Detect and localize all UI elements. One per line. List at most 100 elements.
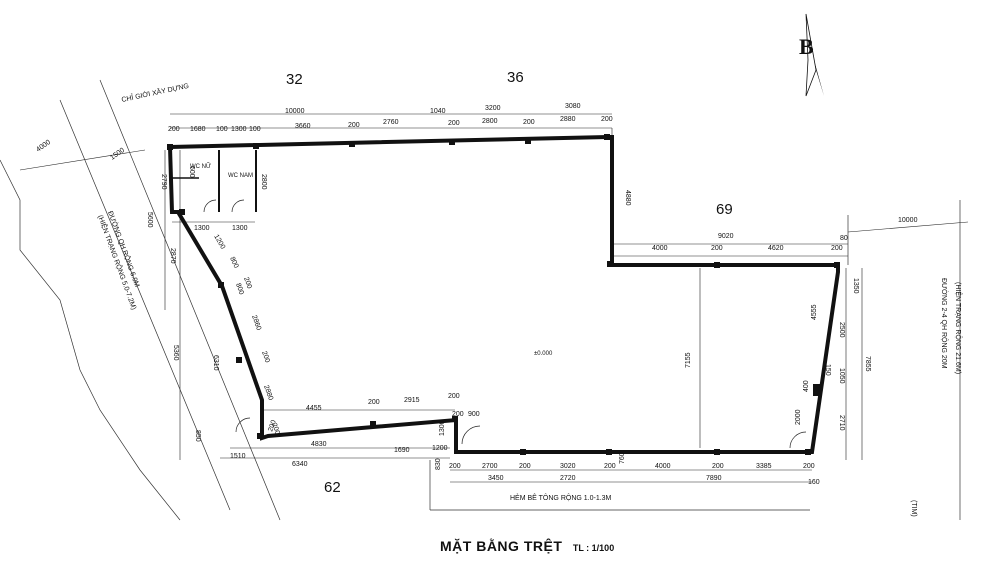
dim-t-1680: 1680 xyxy=(190,126,206,133)
dim-l-1500: 1500 xyxy=(109,147,126,162)
dim-i-2800: 2800 xyxy=(260,174,267,190)
dim-d-2880: 2880 xyxy=(262,384,274,401)
dim-t-100a: 100 xyxy=(216,126,228,133)
dim-t-2800: 2800 xyxy=(482,118,498,125)
drawing-title: MẶT BẰNG TRỆT xyxy=(440,538,563,554)
drawing-title-block: MẶT BẰNG TRỆT TL : 1/100 xyxy=(440,538,614,556)
dim-s-900: 900 xyxy=(468,411,480,418)
dim-t-200a: 200 xyxy=(168,126,180,133)
dim-r-200a: 200 xyxy=(711,245,723,252)
dim-r-10000: 10000 xyxy=(898,217,918,224)
dim-top-3080: 3080 xyxy=(565,103,581,110)
construction-limit-label: CHỈ GIỚI XÂY DỰNG xyxy=(121,81,190,104)
dim-s-1510: 1510 xyxy=(230,453,246,460)
dim-d-200a: 200 xyxy=(242,276,253,289)
dim-e-1050: 1050 xyxy=(838,368,845,384)
wall-columns xyxy=(167,134,840,455)
dim-s-200a: 200 xyxy=(368,399,380,406)
dim-i-1300a: 1300 xyxy=(194,225,210,232)
left-dimensions: 4000 1500 2790 5600 2870 5360 850 6310 8… xyxy=(35,139,281,442)
elevation-label: ±0.000 xyxy=(534,351,553,357)
dim-b-7890: 7890 xyxy=(706,475,722,482)
alley-label: HẺM BÊ TÔNG RỘNG 1.0-1.3M xyxy=(510,493,612,502)
dim-e-7855: 7855 xyxy=(864,356,871,372)
lot-number-right: 69 xyxy=(716,201,733,218)
drawing-scale: TL : 1/100 xyxy=(572,543,615,553)
dim-s-4830: 4830 xyxy=(311,441,327,448)
dim-r-4000: 4000 xyxy=(652,245,668,252)
dim-t-100b: 100 xyxy=(249,126,261,133)
dim-s-200b: 200 xyxy=(448,393,460,400)
dim-t-200b: 200 xyxy=(348,122,360,129)
dim-r-200b: 200 xyxy=(831,245,843,252)
dim-r-9020: 9020 xyxy=(718,233,734,240)
bottom-dimensions: 200 2700 200 3020 200 4000 200 3385 200 … xyxy=(449,452,820,486)
dim-d-800: 800 xyxy=(234,282,245,295)
south-dimensions: 4455 200 2915 200 200 900 1300 830 1200 … xyxy=(230,393,480,470)
dim-b-200d: 200 xyxy=(712,463,724,470)
lot-number-bottom: 62 xyxy=(324,479,341,496)
dim-e-400: 400 xyxy=(803,380,810,392)
dim-e-2500: 2500 xyxy=(838,322,845,338)
wc-male-label: WC NAM xyxy=(228,173,253,179)
dim-s-4455: 4455 xyxy=(306,405,322,412)
dim-l-5600: 5600 xyxy=(146,212,153,228)
dim-b-200c: 200 xyxy=(604,463,616,470)
north-arrow xyxy=(805,13,824,97)
dim-r-4620: 4620 xyxy=(768,245,784,252)
dim-top-total: 10000 xyxy=(285,108,305,115)
lot-numbers: 32 36 69 62 xyxy=(286,69,733,496)
dim-s-1300: 1300 xyxy=(439,420,446,436)
dim-l-2790: 2790 xyxy=(160,174,167,190)
dim-e-150: 150 xyxy=(824,364,831,376)
dim-b-2720: 2720 xyxy=(560,475,576,482)
wc-female-label: WC NỮ xyxy=(190,163,211,170)
dim-t-200d: 200 xyxy=(523,119,535,126)
dim-l-4000: 4000 xyxy=(35,139,52,154)
lot-number-top-left: 32 xyxy=(286,71,303,88)
dim-t-200c: 200 xyxy=(448,120,460,127)
dim-b-3450: 3450 xyxy=(488,475,504,482)
dim-s-830: 830 xyxy=(435,458,442,470)
dim-t-2880: 2880 xyxy=(560,116,576,123)
dim-d-2860: 2860 xyxy=(250,314,262,331)
dim-e-4555: 4555 xyxy=(811,304,818,320)
dim-b-3020: 3020 xyxy=(560,463,576,470)
dim-b-4000: 4000 xyxy=(655,463,671,470)
dim-e-1350: 1350 xyxy=(852,278,859,294)
north-letter: B xyxy=(799,34,814,59)
dim-b-200b: 200 xyxy=(519,463,531,470)
dim-i-1300b: 1300 xyxy=(232,225,248,232)
dim-e-7155: 7155 xyxy=(685,352,692,368)
building-walls xyxy=(167,135,840,454)
dim-s-2915: 2915 xyxy=(404,397,420,404)
dim-s-6340: 6340 xyxy=(292,461,308,468)
top-dimensions: 10000 1040 3200 3080 200 1680 100 1300 1… xyxy=(168,103,613,133)
dim-i-1200: 1200 xyxy=(212,234,226,251)
dim-r-4880: 4880 xyxy=(624,190,631,206)
dim-i-600: 600 xyxy=(188,166,195,178)
road-right-label-1: ĐƯỜNG 2-4 QH RỘNG 20M xyxy=(940,278,949,369)
dim-e-2000: 2000 xyxy=(795,409,802,425)
lot-number-top-mid: 36 xyxy=(507,69,524,86)
door-swings xyxy=(203,199,807,449)
dim-l-800: 800 xyxy=(228,256,239,270)
dim-r-80: 80 xyxy=(840,235,848,242)
dim-top-gap: 1040 xyxy=(430,108,446,115)
dim-l-2870: 2870 xyxy=(169,248,176,264)
dim-b-3385: 3385 xyxy=(756,463,772,470)
dim-d-200b: 200 xyxy=(260,350,271,363)
dim-s-1690: 1690 xyxy=(394,447,410,454)
site-boundary-lines xyxy=(0,79,961,521)
dim-e-2710: 2710 xyxy=(838,415,845,431)
dim-b-200e: 200 xyxy=(803,463,815,470)
dim-b-2700: 2700 xyxy=(482,463,498,470)
dim-t-1300: 1300 xyxy=(231,126,247,133)
tim-label: (TIM) xyxy=(910,500,917,517)
dim-l-5360: 5360 xyxy=(172,345,179,361)
dim-s-200d: 200 xyxy=(267,419,278,432)
dim-s-200c: 200 xyxy=(452,411,464,418)
dim-s-1200: 1200 xyxy=(432,445,448,452)
dim-t-200e: 200 xyxy=(601,116,613,123)
